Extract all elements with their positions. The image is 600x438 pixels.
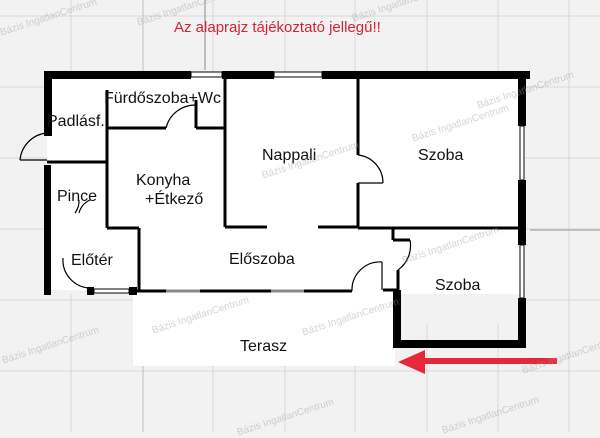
arrow-left-icon [398,350,557,374]
room-label-szoba-1: Szoba [418,147,464,164]
room-label-furdoszoba: Fürdőszoba+Wc [104,90,221,107]
room-label-pince: Pince [57,188,98,205]
room-label-eloter: Előtér [71,252,113,269]
disclaimer-notice: Az alaprajz tájékoztató jellegű!! [174,19,381,36]
room-fills [47,76,525,366]
room-label-terasz: Terasz [240,338,288,355]
room-label-nappali: Nappali [262,147,317,164]
exterior-walls [44,71,530,348]
room-label-etkezo: +Étkező [145,191,204,208]
room-label-eloszoba: Előszoba [229,251,295,268]
room-label-konyha: Konyha [136,172,191,189]
room-label-padlasf: Padlásf. [47,113,105,130]
door-arcs [19,104,412,292]
room-label-szoba-2: Szoba [435,277,481,294]
